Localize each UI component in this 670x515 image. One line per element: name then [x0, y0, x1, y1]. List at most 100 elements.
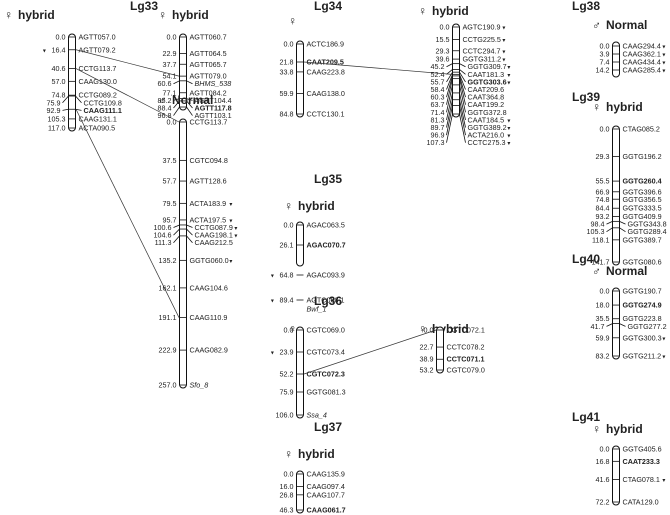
locus-position: 85.2 — [158, 96, 172, 105]
locus-position: 74.8 — [52, 91, 66, 100]
label-leader — [606, 227, 613, 233]
marker-name: CGTC069.0 — [307, 326, 345, 335]
locus-position: 22.7 — [420, 343, 434, 352]
distortion-mark: ▾ — [502, 38, 505, 44]
distortion-mark: ▾ — [271, 274, 274, 280]
marker-name: GGTG372.8 — [468, 108, 507, 117]
sex-symbol: ♀ — [284, 447, 293, 461]
locus-position: 104.6 — [154, 231, 172, 240]
label-leader — [459, 75, 466, 98]
distortion-mark: ▾ — [662, 336, 665, 342]
distortion-mark: ▾ — [229, 259, 232, 265]
locus-position: 0.0 — [424, 326, 434, 335]
map-title-label: hybrid — [298, 199, 335, 213]
locus-position: 16.8 — [596, 457, 610, 466]
map-title-label: Normal — [172, 93, 213, 107]
marker-name: GGTG211.2 — [623, 352, 662, 361]
locus-position: 135.2 — [159, 256, 177, 265]
locus-position: 74.8 — [596, 195, 610, 204]
locus-position: 0.0 — [167, 33, 177, 42]
label-leader — [446, 84, 453, 113]
marker-name: AGTT064.5 — [190, 49, 227, 58]
marker-name: GGTG343.8 — [628, 220, 667, 229]
distortion-mark: ▾ — [507, 73, 510, 79]
sex-symbol: ♀ — [288, 14, 297, 28]
marker-name: Bwf_1 — [307, 305, 327, 314]
distortion-mark: ▾ — [502, 58, 505, 64]
chromosome-bar — [179, 33, 187, 111]
locus-position: 3.9 — [600, 50, 610, 59]
marker-name: CCTG109.8 — [84, 98, 122, 107]
locus-position: 29.3 — [596, 152, 610, 161]
marker-name: AGTT117.8 — [195, 103, 232, 112]
locus-position: 117.0 — [48, 124, 65, 133]
distortion-mark: ▾ — [229, 202, 232, 208]
locus-position: 35.5 — [596, 314, 610, 323]
chromosome-bar — [612, 41, 620, 78]
marker-name: AGTC068.1 — [307, 296, 345, 305]
distortion-mark: ▾ — [507, 118, 510, 124]
locus-position: 96.9 — [431, 131, 445, 140]
distortion-mark: ▾ — [271, 299, 274, 305]
locus-position: 37.5 — [163, 156, 177, 165]
marker-name: ACTA183.9 — [190, 199, 227, 208]
label-leader — [459, 84, 466, 113]
locus-position: 33.8 — [280, 67, 294, 76]
locus-position: 66.9 — [596, 187, 610, 196]
locus-position: 222.9 — [159, 346, 177, 355]
locus-position: 39.6 — [436, 55, 450, 64]
marker-name: CAAT233.3 — [623, 457, 660, 466]
label-leader — [619, 220, 626, 225]
label-leader — [459, 113, 466, 143]
label-leader — [446, 78, 453, 105]
locus-position: 15.5 — [436, 35, 450, 44]
marker-name: CAAG138.0 — [307, 89, 345, 98]
locus: 16.8 CAAT233.3 — [596, 457, 660, 466]
distortion-mark: ▾ — [502, 49, 505, 55]
label-leader — [173, 235, 180, 243]
linkage-group-title-lg36: Lg36 — [314, 294, 342, 308]
marker-name: CAAG107.7 — [307, 490, 345, 499]
label-leader — [75, 95, 82, 104]
marker-name: GGTG060.0 — [190, 256, 229, 265]
locus-position: 105.3 — [48, 114, 66, 123]
locus-position: 63.7 — [431, 100, 445, 109]
chromosome-bar — [296, 40, 304, 118]
marker-name: GGTG333.5 — [623, 204, 662, 213]
locus-position: 0.0 — [600, 125, 610, 134]
map-title-label: hybrid — [606, 100, 643, 114]
locus-position: 60.3 — [431, 93, 445, 102]
chromosome-bar — [68, 33, 76, 132]
marker-name: CAAG131.1 — [79, 114, 117, 123]
locus-position: 57.7 — [163, 177, 177, 186]
linkage-group-title-lg38: Lg38 — [572, 0, 600, 13]
marker-name: CAAG223.8 — [307, 67, 345, 76]
locus-position: 141.7 — [592, 258, 610, 267]
